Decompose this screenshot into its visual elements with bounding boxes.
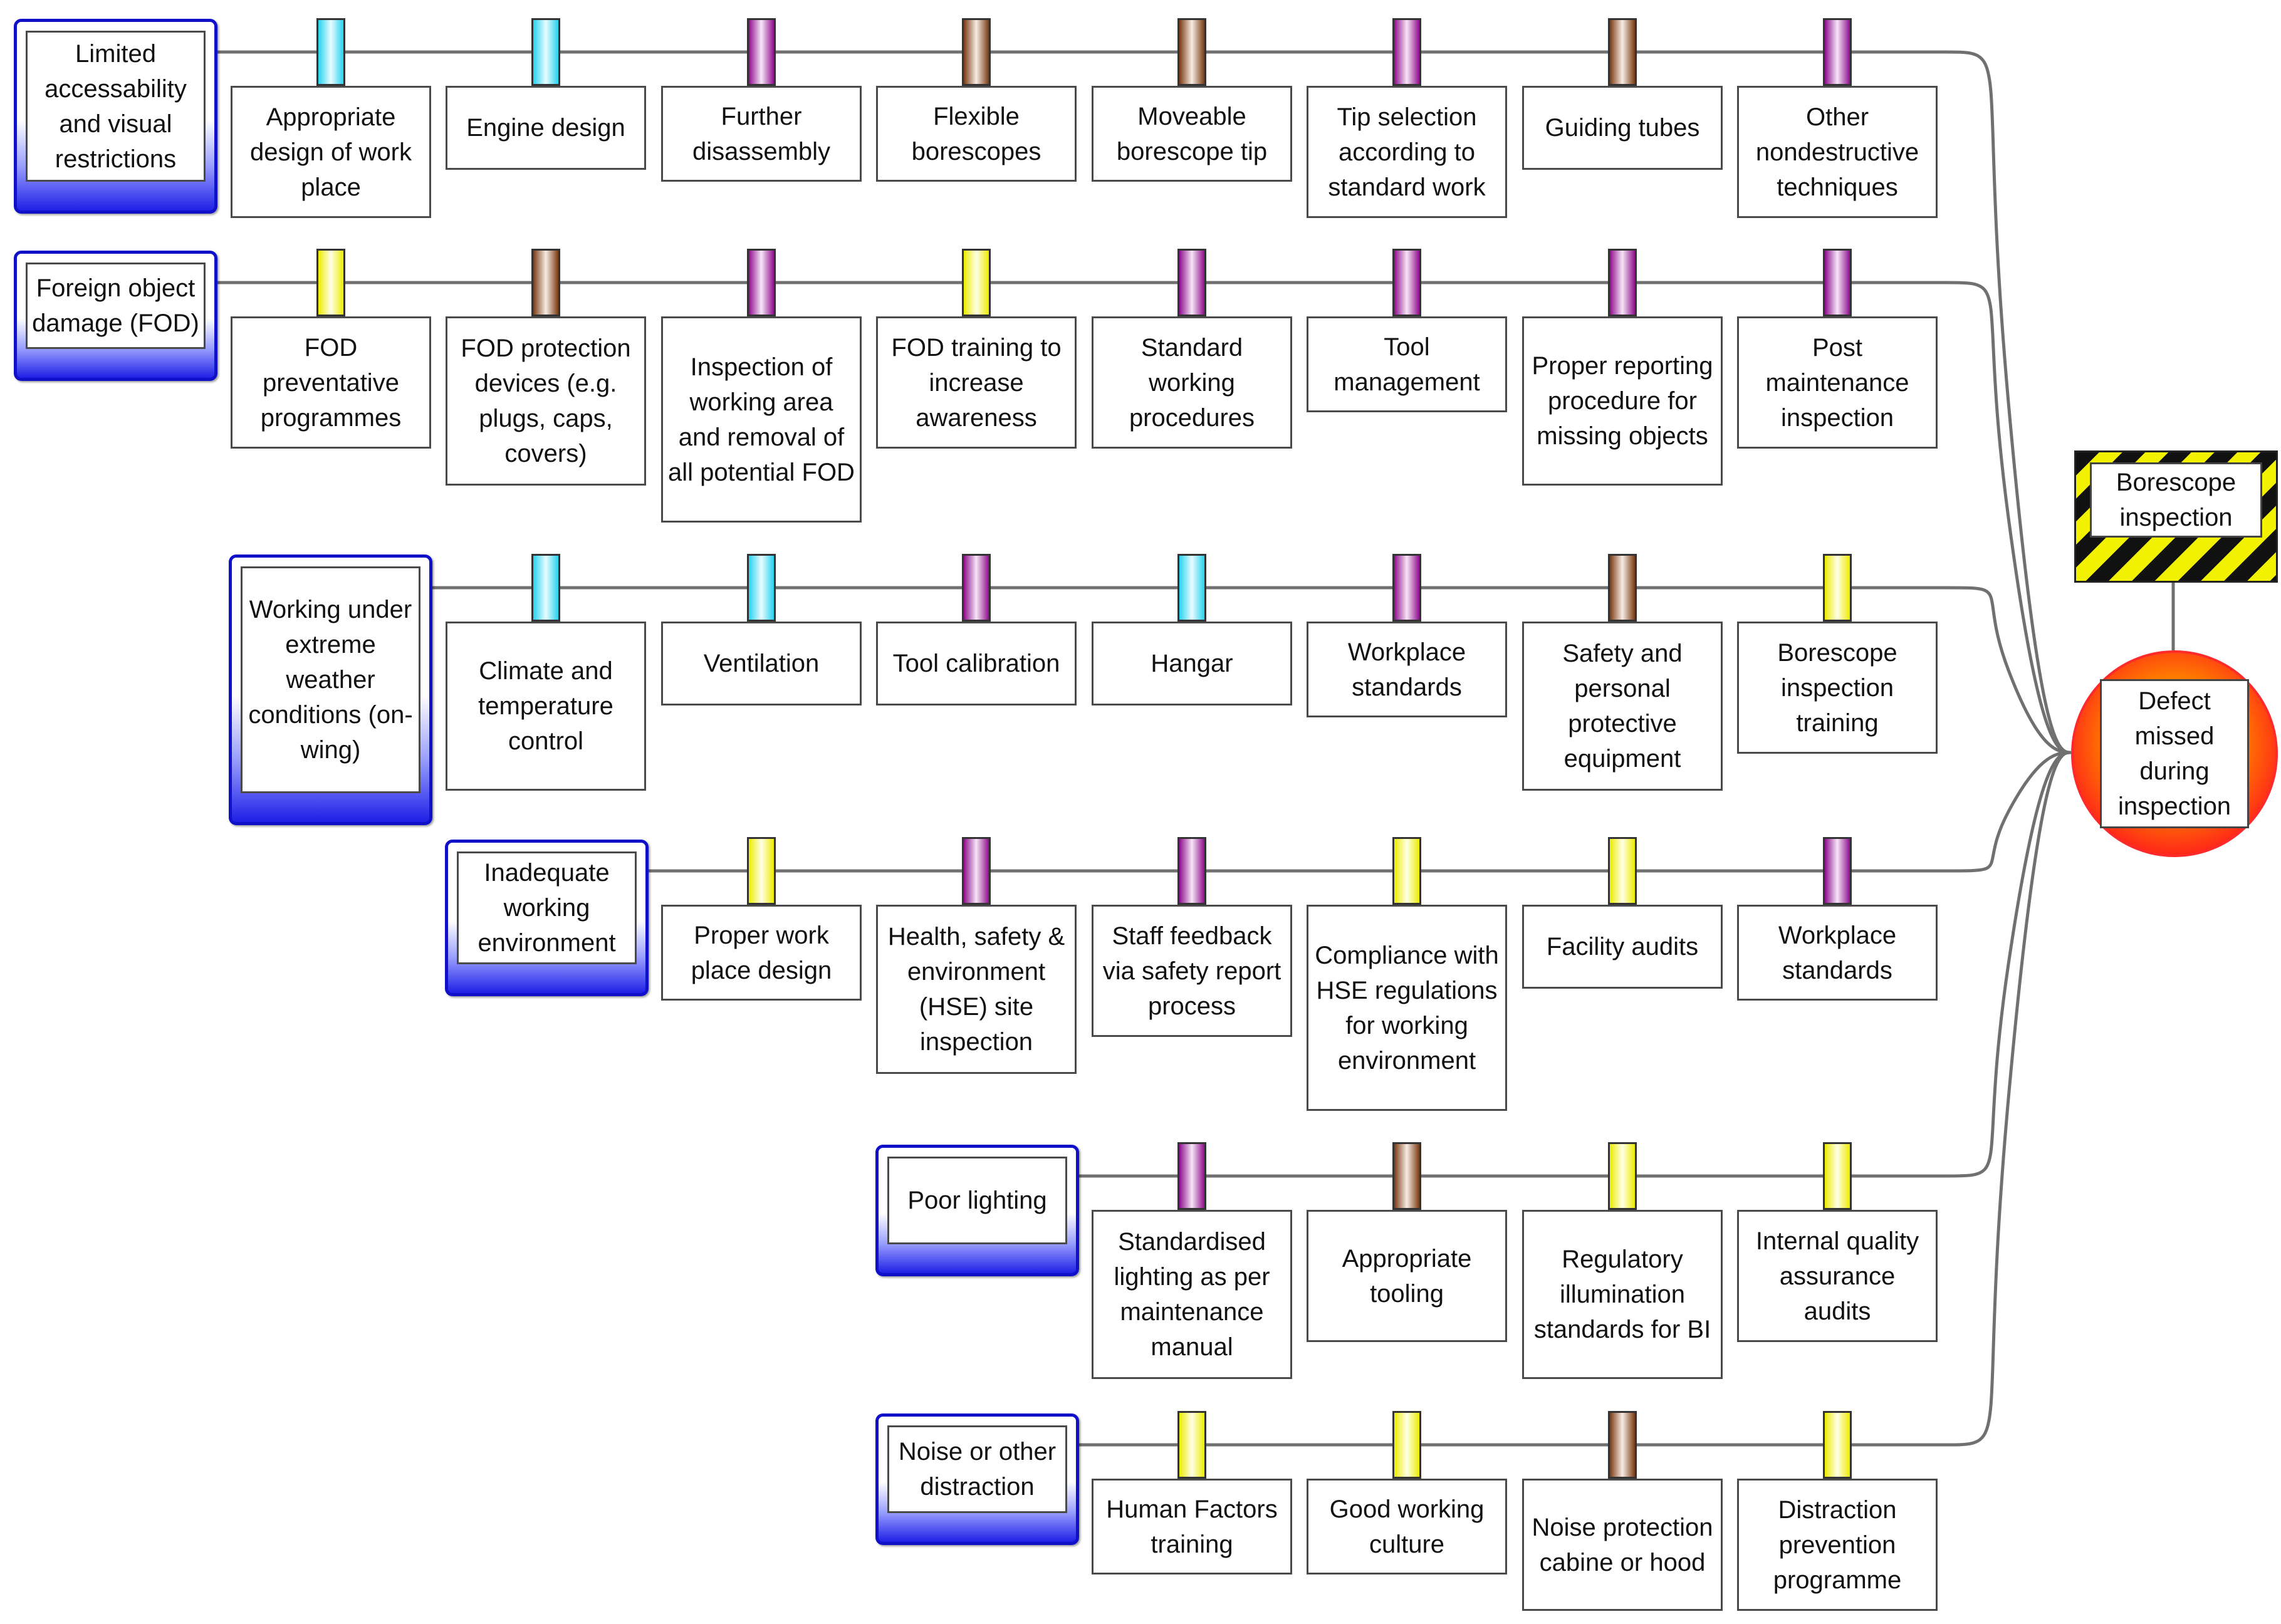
barrier-tab (1177, 1411, 1206, 1479)
barrier-box: Facility audits (1522, 905, 1723, 989)
barrier-tab (531, 554, 560, 622)
hazard-box: Borescope inspection (2074, 450, 2278, 583)
barrier-tab (1823, 837, 1852, 905)
barrier-box: Further disassembly (661, 86, 862, 182)
hazard-label: Borescope inspection (2090, 462, 2262, 538)
barrier-box: Internal quality assurance audits (1737, 1210, 1938, 1342)
barrier-tab (962, 249, 991, 316)
barrier-box: Proper work place design (661, 905, 862, 1001)
barrier-tab (1177, 837, 1206, 905)
barrier-tab (531, 249, 560, 316)
threat-line-5 (1079, 751, 2072, 1178)
barrier-box: Ventilation (661, 622, 862, 705)
barrier-tab (747, 18, 776, 86)
barrier-tab (1823, 1142, 1852, 1210)
threat-label: Foreign object damage (FOD) (26, 263, 206, 349)
barrier-box: FOD protection devices (e.g. plugs, caps… (446, 316, 646, 486)
barrier-tab (1608, 1411, 1637, 1479)
barrier-tab (1392, 1142, 1421, 1210)
barrier-box: Appropriate tooling (1307, 1210, 1507, 1342)
barrier-tab (1608, 554, 1637, 622)
barrier-tab (747, 837, 776, 905)
barrier-tab (316, 18, 345, 86)
barrier-box: Noise protection cabine or hood (1522, 1479, 1723, 1611)
barrier-box: Engine design (446, 86, 646, 170)
barrier-box: Moveable borescope tip (1092, 86, 1292, 182)
top-event-label: Defect missed during inspection (2100, 679, 2249, 828)
barrier-tab (1392, 249, 1421, 316)
barrier-box: Workplace standards (1737, 905, 1938, 1001)
barrier-box: Safety and personal protective equipment (1522, 622, 1723, 791)
top-event-circle: Defect missed during inspection (2071, 650, 2278, 857)
threat-box: Foreign object damage (FOD) (14, 251, 217, 381)
threat-line-1 (217, 50, 2072, 754)
barrier-box: Health, safety & environment (HSE) site … (876, 905, 1077, 1074)
barrier-tab (1608, 18, 1637, 86)
barrier-box: Tool management (1307, 316, 1507, 412)
barrier-box: Inspection of working area and removal o… (661, 316, 862, 523)
barrier-tab (1823, 18, 1852, 86)
barrier-tab (962, 837, 991, 905)
barrier-box: Tool calibration (876, 622, 1077, 705)
barrier-tab (531, 18, 560, 86)
barrier-tab (1392, 18, 1421, 86)
barrier-box: Other nondestructive techniques (1737, 86, 1938, 218)
threat-label: Limited accessability and visual restric… (26, 31, 206, 182)
barrier-tab (1823, 554, 1852, 622)
barrier-tab (1392, 837, 1421, 905)
threat-box: Inadequate working environment (445, 840, 649, 996)
barrier-tab (1608, 1142, 1637, 1210)
barrier-box: Post maintenance inspection (1737, 316, 1938, 449)
threat-line-3 (432, 586, 2072, 754)
barrier-tab (747, 249, 776, 316)
barrier-box: Borescope inspection training (1737, 622, 1938, 754)
threat-label: Poor lighting (887, 1157, 1067, 1244)
barrier-box: Human Factors training (1092, 1479, 1292, 1575)
barrier-tab (1392, 554, 1421, 622)
barrier-box: Guiding tubes (1522, 86, 1723, 170)
barrier-box: Standard working procedures (1092, 316, 1292, 449)
threat-line-4 (649, 751, 2072, 873)
barrier-box: Compliance with HSE regulations for work… (1307, 905, 1507, 1111)
barrier-box: Standardised lighting as per maintenance… (1092, 1210, 1292, 1379)
barrier-tab (1177, 554, 1206, 622)
barrier-tab (1392, 1411, 1421, 1479)
barrier-tab (1608, 837, 1637, 905)
threat-box: Noise or other distraction (875, 1413, 1079, 1545)
barrier-box: Appropriate design of work place (231, 86, 431, 218)
barrier-tab (962, 18, 991, 86)
barrier-box: Distraction prevention programme (1737, 1479, 1938, 1611)
threat-box: Poor lighting (875, 1145, 1079, 1276)
barrier-box: Regulatory illumination standards for BI (1522, 1210, 1723, 1379)
barrier-box: Flexible borescopes (876, 86, 1077, 182)
barrier-tab (1823, 249, 1852, 316)
barrier-box: Workplace standards (1307, 622, 1507, 717)
barrier-box: FOD preventative programmes (231, 316, 431, 449)
barrier-tab (1823, 1411, 1852, 1479)
threat-label: Inadequate working environment (457, 851, 637, 964)
barrier-box: Hangar (1092, 622, 1292, 705)
barrier-box: Proper reporting procedure for missing o… (1522, 316, 1723, 486)
barrier-tab (1177, 1142, 1206, 1210)
threat-box: Limited accessability and visual restric… (14, 19, 217, 214)
barrier-tab (1177, 18, 1206, 86)
threat-line-6 (1079, 751, 2072, 1447)
barrier-box: FOD training to increase awareness (876, 316, 1077, 449)
threat-label: Noise or other distraction (887, 1425, 1067, 1513)
barrier-tab (962, 554, 991, 622)
barrier-box: Staff feedback via safety report process (1092, 905, 1292, 1037)
barrier-tab (1608, 249, 1637, 316)
threat-box: Working under extreme weather conditions… (229, 554, 432, 825)
threat-line-2 (217, 281, 2072, 754)
barrier-box: Tip selection according to standard work (1307, 86, 1507, 218)
threat-label: Working under extreme weather conditions… (241, 566, 420, 793)
barrier-box: Good working culture (1307, 1479, 1507, 1575)
barrier-tab (1177, 249, 1206, 316)
barrier-tab (316, 249, 345, 316)
barrier-box: Climate and temperature control (446, 622, 646, 791)
barrier-tab (747, 554, 776, 622)
